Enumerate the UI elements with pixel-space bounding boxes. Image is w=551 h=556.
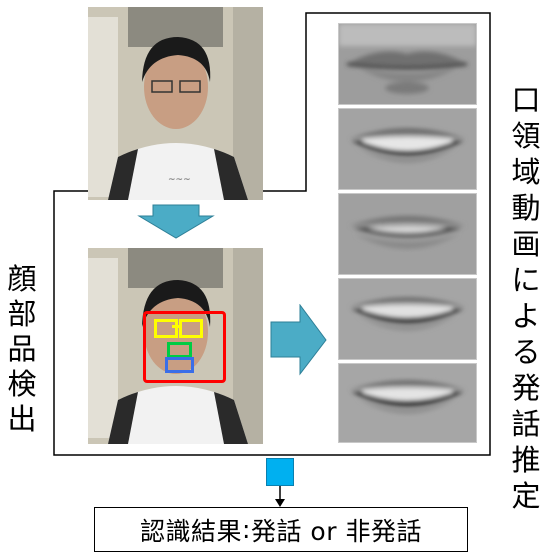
svg-text:~~~: ~~~ [168,175,191,185]
eye-bridge [172,325,179,328]
mouth-frame-2 [338,108,477,190]
right-eye-box [179,319,203,338]
result-separator: : [242,515,251,544]
detected-face-photo [88,248,263,444]
left-eye-box [154,319,178,338]
mouth-region-estimation-label: 口 領 域 動 画 に よ る 発 話 推 定 [511,83,541,513]
result-label: 認識結果 [140,516,243,546]
mouth-frame-5 [338,363,477,443]
connector-arrow-icon [275,486,285,507]
result-text: 発話 or 非発話 [250,516,422,546]
down-arrow-icon [137,204,215,239]
mouth-sequence [338,23,477,443]
mouth-frame-3 [338,193,477,275]
result-box: 認識結果:発話 or 非発話 [94,507,468,552]
connector-square [266,458,294,486]
face-parts-detection-label: 顔 部 品 検 出 [7,262,37,436]
face-detection-box [143,311,226,383]
mouth-box [165,357,194,373]
mouth-frame-4 [338,278,477,360]
mouth-frame-1 [338,23,477,105]
right-arrow-icon [270,304,327,376]
input-face-photo: ~~~ [88,7,263,200]
nose-box [167,342,192,358]
